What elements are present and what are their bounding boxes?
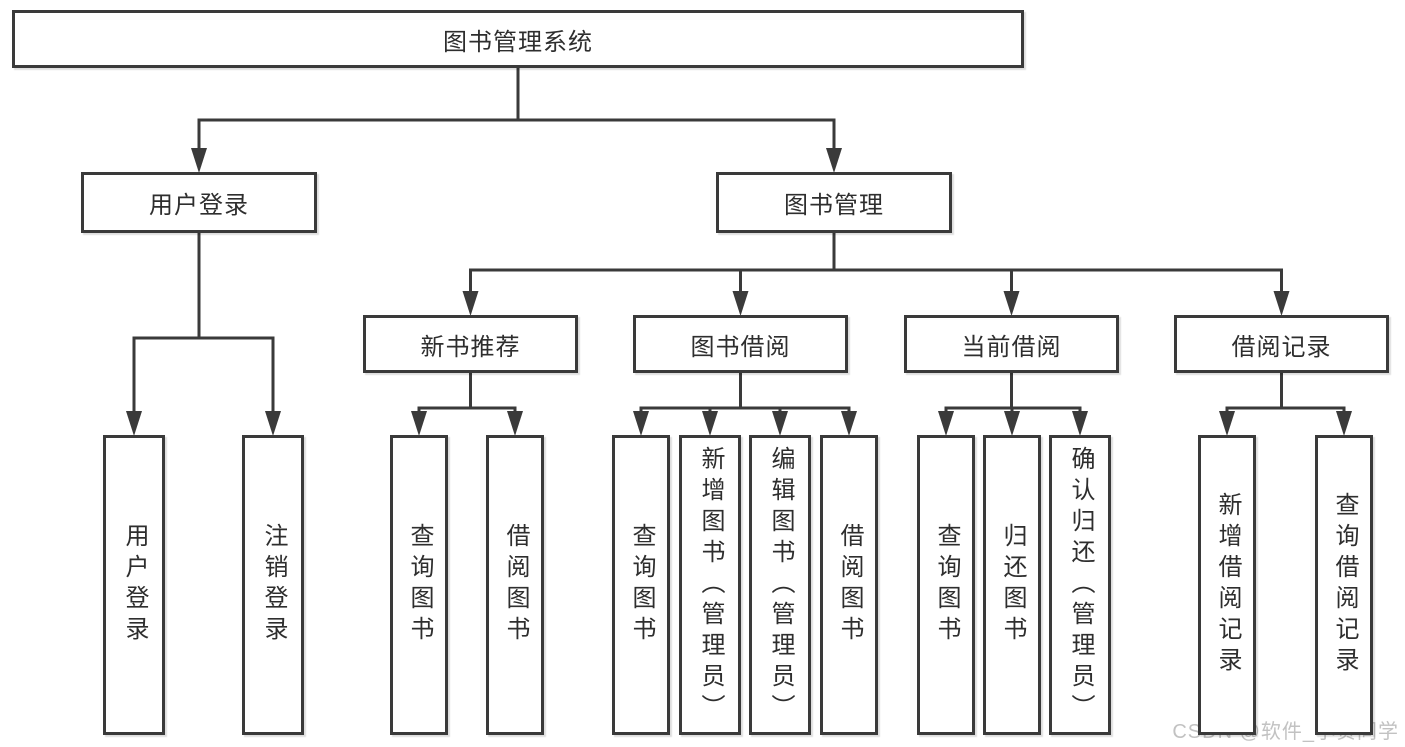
arrowhead-icon — [1336, 411, 1352, 436]
arrowhead-icon — [507, 411, 523, 436]
node-library-system: 图书管理系统 — [12, 10, 1024, 68]
arrowhead-icon — [633, 411, 649, 436]
node-borrowing-records: 借阅记录 — [1174, 315, 1389, 373]
node-label: 查询借阅记录 — [1331, 492, 1358, 678]
arrowhead-icon — [191, 148, 207, 173]
node-book-borrowing: 图书借阅 — [633, 315, 848, 373]
node-user-login: 用户登录 — [81, 172, 317, 233]
node-rec-query-books: 查询图书 — [390, 435, 448, 735]
node-label: 新书推荐 — [420, 333, 521, 361]
arrowhead-icon — [826, 148, 842, 173]
node-records-query-record: 查询借阅记录 — [1315, 435, 1373, 735]
node-current-borrowing: 当前借阅 — [904, 315, 1119, 373]
node-current-query-books: 查询图书 — [917, 435, 975, 735]
node-label: 查询图书 — [406, 523, 433, 647]
node-label: 图书管理系统 — [443, 28, 593, 56]
node-borrow-add-books-admin: 新增图书（管理员） — [679, 435, 741, 735]
node-logout-action: 注销登录 — [242, 435, 304, 735]
arrowhead-icon — [1219, 411, 1235, 436]
arrowhead-icon — [265, 411, 281, 436]
node-label: 查询图书 — [933, 523, 960, 647]
node-label: 借阅图书 — [502, 523, 529, 647]
node-label: 当前借阅 — [961, 333, 1062, 361]
node-label: 借阅图书 — [836, 523, 863, 647]
node-label: 图书借阅 — [690, 333, 791, 361]
node-label: 注销登录 — [260, 523, 287, 647]
node-records-add-record: 新增借阅记录 — [1198, 435, 1256, 735]
arrowhead-icon — [938, 411, 954, 436]
arrowhead-icon — [1273, 291, 1290, 316]
node-borrow-query-books: 查询图书 — [612, 435, 670, 735]
arrowhead-icon — [772, 411, 788, 436]
arrowhead-icon — [702, 411, 718, 436]
node-user-login-action: 用户登录 — [103, 435, 165, 735]
node-label: 归还图书 — [999, 523, 1026, 647]
arrowhead-icon — [126, 411, 142, 436]
node-label: 用户登录 — [121, 523, 148, 647]
node-borrow-edit-books-admin: 编辑图书（管理员） — [749, 435, 811, 735]
arrowhead-icon — [462, 291, 479, 316]
arrowhead-icon — [732, 291, 749, 316]
arrowhead-icon — [1003, 291, 1020, 316]
arrowhead-icon — [841, 411, 857, 436]
node-current-return-books: 归还图书 — [983, 435, 1041, 735]
node-label: 确认归还（管理员） — [1067, 445, 1094, 725]
node-label: 新增借阅记录 — [1214, 492, 1241, 678]
arrowhead-icon — [1004, 411, 1020, 436]
node-label: 图书管理 — [784, 192, 884, 219]
node-borrow-borrow-books: 借阅图书 — [820, 435, 878, 735]
arrowhead-icon — [1072, 411, 1088, 436]
node-label: 借阅记录 — [1231, 333, 1332, 361]
node-new-book-recommendation: 新书推荐 — [363, 315, 578, 373]
node-label: 新增图书（管理员） — [697, 445, 724, 725]
node-rec-borrow-books: 借阅图书 — [486, 435, 544, 735]
node-book-management: 图书管理 — [716, 172, 952, 233]
node-label: 编辑图书（管理员） — [767, 445, 794, 725]
node-label: 用户登录 — [149, 192, 249, 219]
node-label: 查询图书 — [628, 523, 655, 647]
arrowhead-icon — [411, 411, 427, 436]
node-current-confirm-return-admin: 确认归还（管理员） — [1049, 435, 1111, 735]
